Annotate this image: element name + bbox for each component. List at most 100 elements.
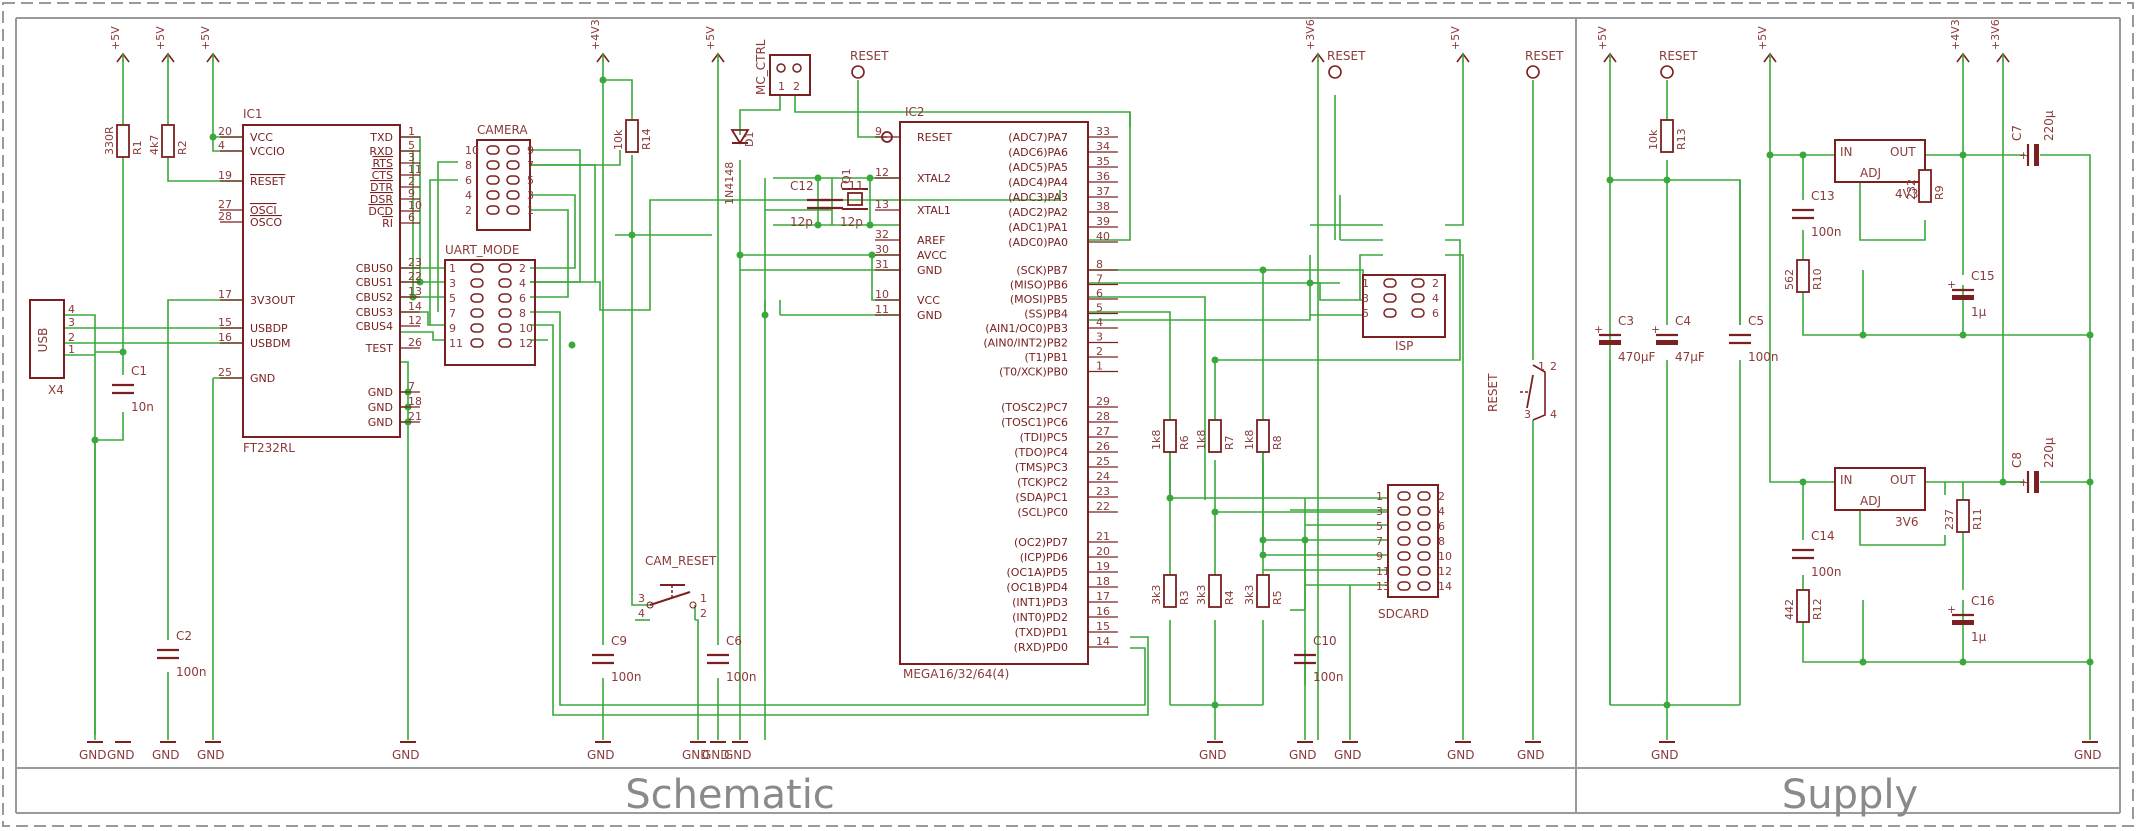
power-label-2: +5V (199, 26, 212, 50)
ic2-pin-name: GND (917, 309, 942, 322)
reg2-value: 3V6 (1895, 515, 1918, 529)
ic2-pin-name: (SCK)PB7 (1016, 264, 1068, 277)
resistor-ref: R5 (1271, 590, 1284, 605)
ic1-pin-number: 27 (218, 198, 232, 211)
ic2-pin-name: (T1)PB1 (1025, 351, 1068, 364)
ic2-pin-name: (ADC0)PA0 (1008, 236, 1068, 249)
ic2-left-pins: RESET9XTAL212XTAL113AREF32AVCC30GND31VCC… (875, 125, 953, 322)
sd-pin-3: 3 (1376, 505, 1383, 518)
ic1-pin-name: CBUS4 (356, 320, 393, 333)
cam-reset-ref: CAM_RESET (645, 554, 717, 568)
cam-reset-pin-2: 2 (700, 607, 707, 620)
power-label-8: +5V (1756, 26, 1769, 50)
power-label-7: +5V (1596, 26, 1609, 50)
resistor-ref: R10 (1811, 268, 1824, 290)
polarity-plus: + (2019, 476, 2028, 489)
capacitor-ref: C5 (1748, 314, 1764, 328)
diode-d1: D1 1N4148 (723, 129, 756, 205)
ic2-pin-name: (MISO)PB6 (1010, 279, 1068, 292)
ic1-pin-name: CBUS3 (356, 306, 393, 319)
ic2-pin-number: 32 (875, 228, 889, 241)
capacitor-value: 100n (176, 665, 207, 679)
sd-pin-11: 11 (1376, 565, 1390, 578)
reg1-adj: ADJ (1860, 166, 1881, 180)
ic2-pin-number: 13 (875, 198, 889, 211)
uart-pin-7: 7 (449, 307, 456, 320)
crystal-ref: Q1 (840, 168, 853, 184)
ic1-pin-name: TXD (369, 131, 393, 144)
ic2-pin-number: 30 (875, 243, 889, 256)
capacitor-ref: C15 (1971, 269, 1995, 283)
ic2-pin-name: XTAL2 (917, 172, 951, 185)
ic2-pin-name: (ADC3)PA3 (1008, 191, 1068, 204)
gnd-label-15: GND (2074, 748, 2102, 762)
capacitor-ref: C6 (726, 634, 742, 648)
resistor-value: 237 (1943, 509, 1956, 530)
reg1-value: 4V3 (1895, 187, 1918, 201)
ic1-pin-name: CBUS2 (356, 291, 393, 304)
gnd-label-4: GND (392, 748, 420, 762)
ic2-pin-name: (TDO)PC4 (1014, 446, 1068, 459)
ic1-pin-name: RI (382, 217, 393, 230)
isp-pin-1: 1 (1362, 277, 1369, 290)
usb-pin-4: 4 (68, 303, 75, 316)
diode-ref: D1 (743, 132, 756, 147)
gnd-label-14: GND (1651, 748, 1679, 762)
ic1-pin-number: 28 (218, 210, 232, 223)
ic2-part: MEGA16/32/64(4) (903, 667, 1009, 681)
camera-ref: CAMERA (477, 123, 528, 137)
ic2-pin-number: 8 (1096, 258, 1103, 271)
camera-pin-7: 7 (527, 159, 534, 172)
ic2-pin-8: (SCK)PB7 8 (1016, 258, 1103, 277)
ic1-pin-number: 18 (408, 395, 422, 408)
reg2-out: OUT (1890, 473, 1916, 487)
ic2-pin-7: (MISO)PB6 7 (1010, 273, 1103, 292)
ic2-pin-number: 15 (1096, 620, 1110, 633)
camera-pin-8: 8 (465, 159, 472, 172)
ic2-pin-name: (RXD)PD0 (1014, 641, 1068, 654)
ic1-pin-number: 16 (218, 331, 232, 344)
ic1-pin-name: 3V3OUT (250, 294, 295, 307)
capacitor-value: 12p (790, 215, 813, 229)
ic2-pin-name: (OC1A)PD5 (1006, 566, 1068, 579)
sd-pin-12: 12 (1438, 565, 1452, 578)
capacitor-ref: C13 (1811, 189, 1835, 203)
ic1-pin-number: 13 (408, 285, 422, 298)
ic2-pin-name: (ADC1)PA1 (1008, 221, 1068, 234)
sd-pin-4: 4 (1438, 505, 1445, 518)
ic1-pin-name: USBDM (250, 337, 291, 350)
ic2-pin-number: 7 (1096, 273, 1103, 286)
reset-switch: RESET 1 2 3 4 (1486, 360, 1557, 421)
ic1-pin-name: GND (250, 372, 275, 385)
resistor-value: 4k7 (148, 135, 161, 155)
cam-reset-pin-1: 1 (700, 592, 707, 605)
usb-ref: USB (36, 328, 50, 353)
power-label-4: +5V (704, 26, 717, 50)
ic2-pin-name: RESET (917, 131, 953, 144)
polarity-plus: + (1594, 323, 1603, 336)
gnd-label-1: GND (107, 748, 135, 762)
